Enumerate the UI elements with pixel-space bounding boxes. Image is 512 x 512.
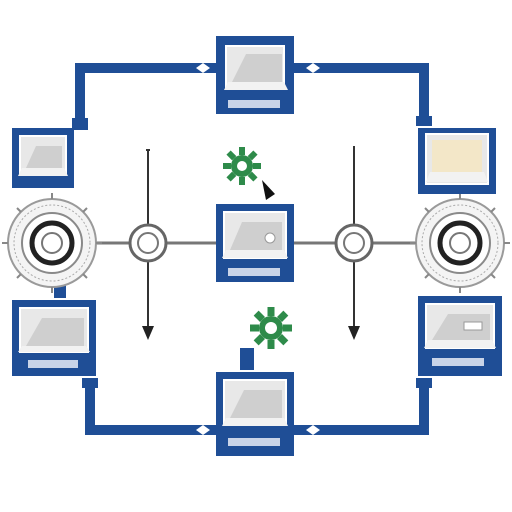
frame-top-left bbox=[75, 63, 216, 128]
outer-connector-frame bbox=[75, 63, 429, 435]
caption-bar bbox=[28, 360, 78, 368]
tab bbox=[416, 378, 432, 388]
laptop-icon bbox=[18, 135, 68, 176]
gear-icon bbox=[410, 193, 510, 293]
diamond-marker bbox=[196, 425, 210, 435]
caption-bar bbox=[432, 358, 484, 366]
frame-top-right bbox=[294, 63, 429, 122]
gear-icon bbox=[250, 307, 292, 349]
laptop-icon bbox=[424, 303, 496, 349]
laptop-icon bbox=[18, 307, 90, 353]
ring-connector-icon bbox=[334, 223, 374, 263]
laptop-icon bbox=[425, 133, 489, 185]
gear-icon bbox=[223, 147, 261, 185]
diamond-marker bbox=[196, 63, 210, 73]
tab bbox=[72, 118, 88, 130]
pointer-icon bbox=[262, 180, 275, 200]
node-bottom[interactable] bbox=[216, 372, 294, 456]
frame-bottom-right bbox=[294, 382, 429, 435]
ring-connector-icon bbox=[128, 223, 168, 263]
caption-bar bbox=[228, 100, 280, 108]
gear-icon bbox=[2, 193, 102, 293]
caption-bar bbox=[228, 438, 280, 446]
node-left-upper[interactable] bbox=[12, 128, 74, 188]
node-right-lower[interactable] bbox=[418, 296, 502, 376]
node-top[interactable] bbox=[216, 36, 294, 114]
node-right-upper[interactable] bbox=[418, 128, 496, 194]
node-center[interactable] bbox=[216, 204, 294, 282]
laptop-icon bbox=[222, 211, 288, 259]
caption-bar bbox=[228, 268, 280, 276]
frame-tabs bbox=[54, 116, 432, 388]
diamond-marker bbox=[306, 425, 320, 435]
tab bbox=[82, 378, 98, 388]
tab bbox=[240, 348, 254, 370]
frame-diamonds bbox=[196, 63, 320, 435]
laptop-icon bbox=[224, 45, 288, 90]
tab bbox=[416, 116, 432, 126]
frame-bottom-left bbox=[85, 384, 216, 435]
node-left-lower[interactable] bbox=[12, 300, 96, 376]
diamond-marker bbox=[306, 63, 320, 73]
laptop-icon bbox=[222, 379, 288, 426]
